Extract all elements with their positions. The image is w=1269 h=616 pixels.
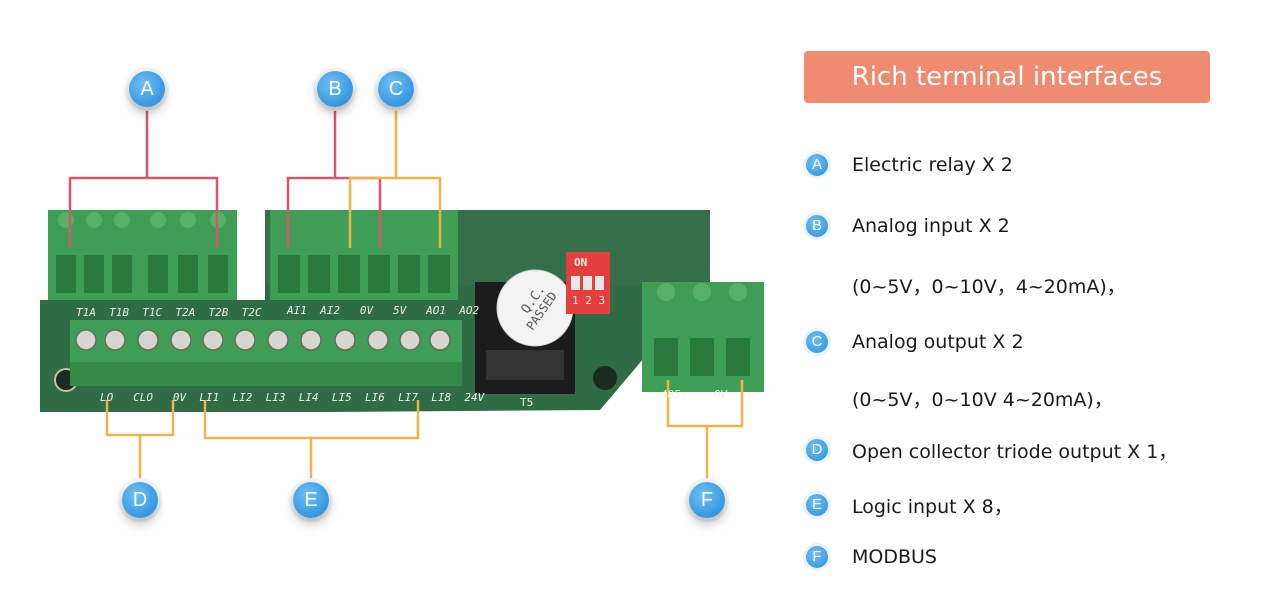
feature-badge-c: C — [806, 331, 828, 353]
feature-badge-f: F — [806, 546, 828, 568]
bottom-screws — [75, 329, 451, 351]
feature-text: Open collector triode output X 1， — [852, 440, 1178, 463]
feature-item-b: B Analog input X 2 — [806, 212, 1010, 240]
feature-badge-e: E — [806, 494, 828, 516]
analog-labels: AI1 AI2 0V 5V AO1 AO2 — [287, 304, 480, 317]
feature-text: Analog input X 2 — [852, 215, 1010, 237]
callout-badge-b: B — [317, 71, 353, 107]
feature-text: MODBUS — [852, 546, 937, 568]
dip-on-label: ON — [574, 256, 588, 269]
callout-lines-e — [203, 400, 420, 482]
feature-item-a: A Electric relay X 2 — [806, 151, 1013, 179]
mount-hole-right — [593, 366, 617, 390]
feature-item-f: F MODBUS — [806, 543, 937, 571]
callout-badge-f: F — [689, 482, 725, 518]
analog-terminal-block — [270, 210, 458, 300]
callout-lines-b — [286, 104, 382, 248]
feature-badge-d: D — [806, 439, 828, 461]
callout-badge-c: C — [378, 71, 414, 107]
feature-badge-a: A — [806, 154, 828, 176]
callout-badge-a: A — [129, 71, 165, 107]
feature-badge-b: B — [806, 215, 828, 237]
feature-item-d: D Open collector triode output X 1， — [806, 436, 1177, 464]
feature-detail-c: (0~5V，0~10V 4~20mA)， — [852, 389, 1113, 411]
callout-badge-d: D — [122, 482, 158, 518]
callout-badge-e: E — [293, 482, 329, 518]
bottom-labels: LO CLO 0V LI1 LI2 LI3 LI4 LI5 LI6 LI7 LI… — [100, 391, 485, 404]
feature-item-c: C Analog output X 2 — [806, 328, 1024, 356]
feature-item-e: E Logic input X 8， — [806, 491, 1013, 519]
board-photo — [40, 104, 764, 482]
feature-detail-b: (0~5V，0~10V，4~20mA)， — [852, 276, 1126, 298]
callout-lines-d — [105, 400, 175, 482]
modbus-label: +485- 0V — [654, 388, 727, 401]
relay-labels: T1A T1B T1C T2A T2B T2C — [76, 306, 262, 319]
callout-lines-c — [348, 104, 442, 248]
panel-title: Rich terminal interfaces — [804, 51, 1210, 103]
callout-lines-a — [68, 104, 219, 248]
jack-label: T5 — [520, 396, 534, 409]
feature-text: Logic input X 8， — [852, 495, 1013, 518]
feature-text: Electric relay X 2 — [852, 154, 1013, 176]
callout-lines-f — [666, 380, 744, 482]
feature-text: Analog output X 2 — [852, 331, 1024, 353]
dip-number-label: 1 2 3 — [572, 294, 606, 307]
